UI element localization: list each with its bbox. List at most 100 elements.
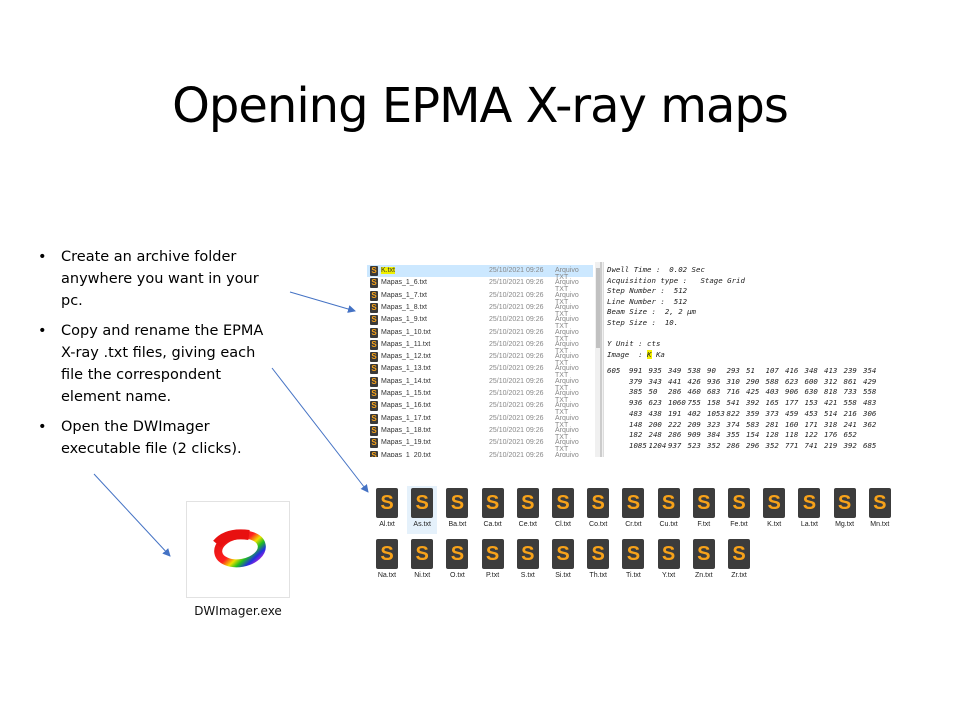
file-type: Arquivo TXT <box>555 316 579 331</box>
data-value: 733 <box>843 387 857 397</box>
element-file-label: K.txt <box>767 521 782 528</box>
file-date: 25/10/2021 09:26 <box>489 426 544 434</box>
element-file-label: F.txt <box>697 521 711 528</box>
data-value: 822 <box>726 408 740 418</box>
data-value: 286 <box>668 387 682 397</box>
data-value: 200 <box>648 419 662 429</box>
data-value: 118 <box>785 430 799 440</box>
sublime-text-file-icon: S <box>481 539 504 569</box>
file-date: 25/10/2021 09:26 <box>489 316 544 324</box>
file-type: Arquivo TXT <box>555 426 579 441</box>
file-name: Mapas_1_19.txt <box>381 439 431 447</box>
data-value: 171 <box>804 419 818 429</box>
file-date: 25/10/2021 09:26 <box>489 390 544 397</box>
data-value: 286 <box>726 440 740 450</box>
data-value: 165 <box>765 398 779 408</box>
data-value: 219 <box>824 440 838 450</box>
dwimager-exe-file[interactable] <box>186 501 290 598</box>
data-value: 755 <box>687 398 701 408</box>
data-value: 352 <box>707 440 721 450</box>
file-date: 25/10/2021 09:26 <box>489 414 544 422</box>
data-value: 421 <box>824 398 838 408</box>
sublime-text-file-icon: S <box>370 315 378 326</box>
data-value: 107 <box>765 366 779 375</box>
data-value: 51 <box>746 366 755 375</box>
sublime-text-file-icon: S <box>728 539 750 569</box>
file-date: 25/10/2021 09:26 <box>489 291 544 299</box>
scrollbar[interactable] <box>595 262 603 457</box>
sublime-text-file-icon: S <box>692 539 715 569</box>
file-type: Arquivo TXT <box>555 390 579 404</box>
sublime-text-file-icon: S <box>798 488 821 518</box>
data-value: 153 <box>804 398 818 408</box>
data-value: 1053 <box>707 408 725 418</box>
sublime-text-file-icon: S <box>552 539 574 569</box>
data-value: 216 <box>843 408 857 418</box>
data-value: 312 <box>824 376 838 386</box>
data-value: 630 <box>804 387 818 397</box>
data-value: 460 <box>687 387 701 397</box>
arrow-to-executable <box>93 473 171 557</box>
element-file-label: S.txt <box>520 572 535 579</box>
element-file-label: Co.txt <box>589 521 608 528</box>
data-value: 154 <box>746 430 760 440</box>
element-file-label: Si.txt <box>555 572 571 579</box>
sublime-text-file-icon: S <box>370 413 378 424</box>
data-value: 906 <box>785 387 799 397</box>
data-value: 293 <box>726 366 740 375</box>
image-element: K <box>647 349 652 359</box>
data-value: 818 <box>824 387 838 397</box>
data-value: 861 <box>843 376 857 386</box>
file-type: Arquivo TXT <box>555 414 579 429</box>
sublime-text-file-icon: S <box>622 488 645 518</box>
data-value: 128 <box>765 430 779 440</box>
sublime-text-file-icon: S <box>370 278 378 289</box>
file-type: Arquivo TXT <box>555 451 579 458</box>
scrollbar-thumb[interactable] <box>596 268 602 348</box>
data-value: 402 <box>687 408 701 418</box>
element-file[interactable]: S Si.txt <box>548 537 578 585</box>
